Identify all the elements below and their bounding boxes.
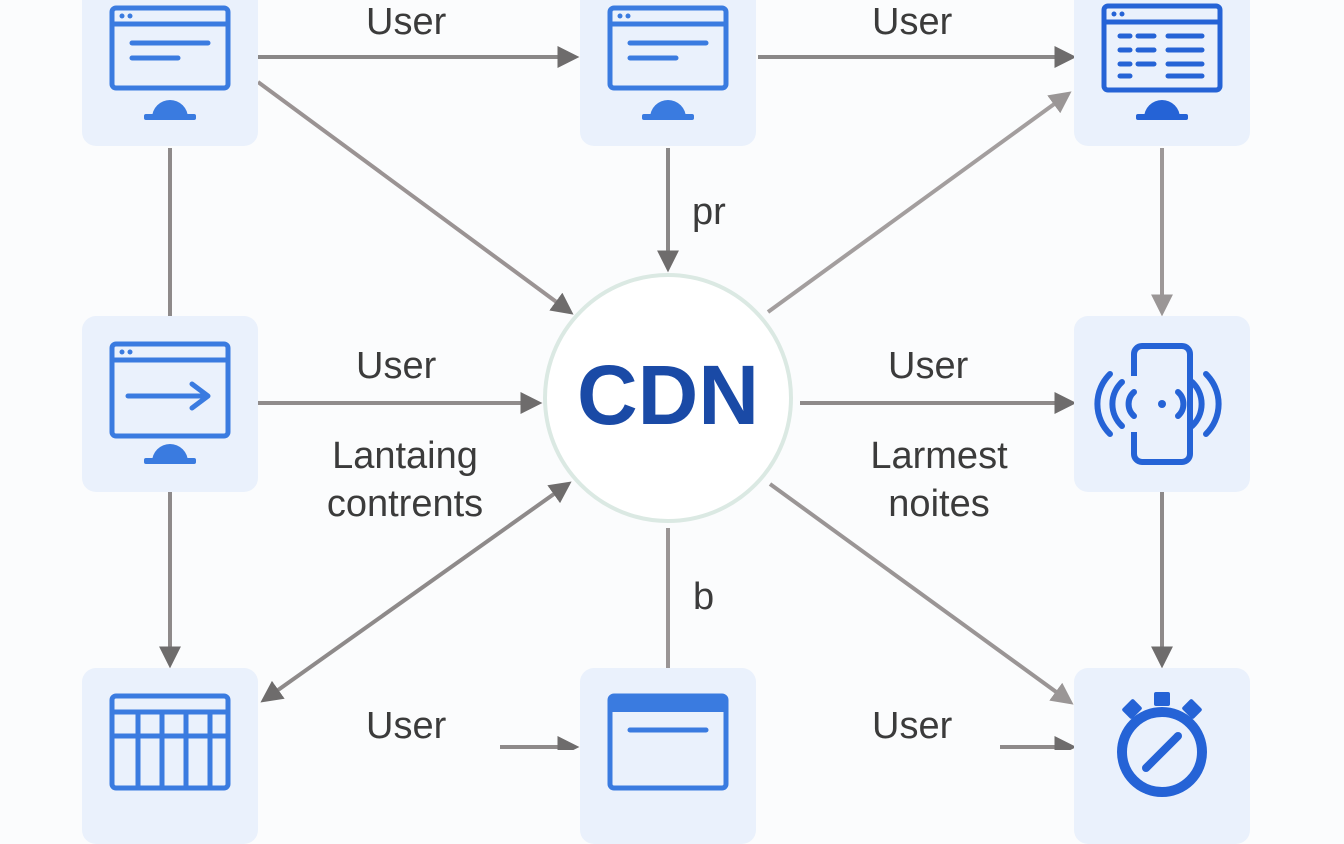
network-diagram: CDN User User pr User Lantaing contrents… [82, 0, 1250, 844]
node-bottom-center [580, 668, 756, 844]
label-bottom-center-to-bottom-right: User [872, 705, 953, 747]
label-mid-left-note-line1: Lantaing [332, 435, 478, 477]
server-monitor-icon [1101, 3, 1223, 120]
node-mid-left [82, 316, 258, 492]
computer-monitor-icon [109, 5, 231, 120]
edge-cdn-to-top-right [766, 91, 1072, 314]
label-mid-left-to-cdn: User [356, 345, 437, 387]
node-bottom-right [1074, 668, 1250, 844]
cdn-label: CDN [577, 348, 759, 442]
label-cdn-to-bottom-center: b [693, 576, 715, 618]
node-top-center [580, 0, 756, 146]
gear-settings-icon [1117, 692, 1207, 797]
label-top-center-to-cdn: pr [692, 191, 726, 233]
monitor-transfer-icon [109, 341, 231, 464]
computer-monitor-icon [607, 693, 729, 791]
label-cdn-to-mid-right: User [888, 345, 969, 387]
label-mid-right-note-line2: noites [888, 483, 990, 525]
cdn-hub [543, 273, 793, 523]
label-bottom-left-to-bottom-center: User [366, 705, 447, 747]
node-bottom-left [82, 668, 258, 844]
edge-cdn-to-bottom-right [768, 482, 1074, 705]
node-mid-right [1074, 316, 1250, 492]
label-top-center-to-top-right: User [872, 1, 953, 43]
connectors [159, 46, 1173, 750]
edge-cdn-bottom-left [260, 481, 572, 703]
label-top-left-to-top-center: User [366, 1, 447, 43]
label-mid-left-note-line2: contrents [326, 483, 484, 525]
mobile-signal-icon [1094, 343, 1222, 465]
node-top-right [1074, 0, 1250, 146]
edge-top-left-to-cdn [256, 80, 574, 315]
computer-monitor-icon [607, 5, 729, 120]
grid-monitor-icon [109, 693, 231, 791]
node-top-left [82, 0, 258, 146]
label-mid-right-note-line1: Larmest [870, 435, 1008, 477]
